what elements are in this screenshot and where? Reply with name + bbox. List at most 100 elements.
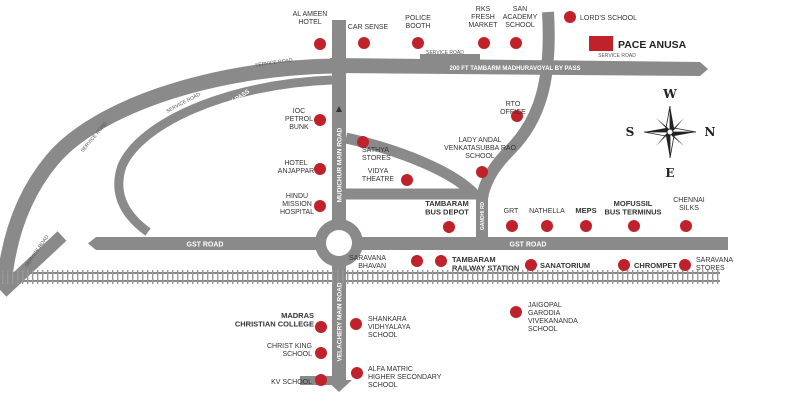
rail-tie <box>567 270 569 284</box>
landmark-dot[interactable] <box>680 220 692 232</box>
rail-tie <box>177 270 179 284</box>
landmark-dot[interactable] <box>476 166 488 178</box>
rail-tie <box>202 270 204 284</box>
rail-tie <box>97 270 99 284</box>
landmark-dot[interactable] <box>314 38 326 50</box>
landmark-dot[interactable] <box>541 220 553 232</box>
landmark-grt[interactable]: GRT <box>504 208 519 232</box>
landmark-dot[interactable] <box>314 114 326 126</box>
landmark-dot[interactable] <box>315 321 327 333</box>
landmark-kv-school[interactable]: KV SCHOOL <box>271 374 327 386</box>
landmark-dot[interactable] <box>315 347 327 359</box>
rail-tie <box>477 270 479 284</box>
landmark-dot[interactable] <box>401 174 413 186</box>
rail-tie <box>712 270 714 284</box>
rail-tie <box>527 270 529 284</box>
compass-east: E <box>665 166 674 180</box>
landmark-dot[interactable] <box>525 259 537 271</box>
rail-tie <box>537 270 539 284</box>
landmark-dot[interactable] <box>315 374 327 386</box>
rail-ties <box>2 270 719 284</box>
landmark-label: TAMBARAM <box>452 255 496 264</box>
landmark-dot[interactable] <box>618 259 630 271</box>
rail-tie <box>82 270 84 284</box>
rail-tie <box>467 270 469 284</box>
landmark-dot[interactable] <box>314 163 326 175</box>
rail-tie <box>372 270 374 284</box>
landmark-chrompet[interactable]: CHROMPET <box>618 259 677 271</box>
landmark-dot[interactable] <box>443 221 455 233</box>
rail-tie <box>167 270 169 284</box>
rail-tie <box>27 270 29 284</box>
landmark-dot[interactable] <box>580 220 592 232</box>
rail-tie <box>432 270 434 284</box>
landmark-dot[interactable] <box>478 37 490 49</box>
rail-tie <box>242 270 244 284</box>
rail-tie <box>607 270 609 284</box>
rail-tie <box>112 270 114 284</box>
landmark-dot[interactable] <box>506 220 518 232</box>
rail-tie <box>247 270 249 284</box>
landmark-label: STORES <box>362 155 391 162</box>
landmark-nathella[interactable]: NATHELLA <box>529 208 565 232</box>
landmark-dot[interactable] <box>628 220 640 232</box>
rail-tie <box>132 270 134 284</box>
project-marker[interactable]: PACE ANUSA <box>589 36 687 51</box>
landmark-lords-school[interactable]: LORD'S SCHOOL <box>564 11 637 23</box>
landmark-label: SCHOOL <box>505 22 535 29</box>
landmark-dot[interactable] <box>564 11 576 23</box>
landmark-dot[interactable] <box>510 37 522 49</box>
landmark-car-sense[interactable]: CAR SENSE <box>348 24 389 49</box>
rail-tie <box>627 270 629 284</box>
landmark-meps[interactable]: MEPS <box>575 206 597 232</box>
landmark-dot[interactable] <box>510 306 522 318</box>
landmark-label: GARODIA <box>528 310 561 317</box>
landmark-label: NATHELLA <box>529 208 565 215</box>
rail-tie <box>487 270 489 284</box>
landmark-dot[interactable] <box>411 255 423 267</box>
rail-tie <box>622 270 624 284</box>
landmark-label: HOTEL <box>298 19 321 26</box>
landmark-dot[interactable] <box>412 37 424 49</box>
landmark-sanatorium[interactable]: SANATORIUM <box>525 259 590 271</box>
landmark-dot[interactable] <box>358 37 370 49</box>
rail-tie <box>672 270 674 284</box>
landmark-dot[interactable] <box>357 136 369 148</box>
landmark-dot[interactable] <box>511 110 523 122</box>
rail-tie <box>557 270 559 284</box>
rail-tie <box>62 270 64 284</box>
landmark-dot[interactable] <box>350 318 362 330</box>
landmark-label: BOOTH <box>406 23 431 30</box>
landmark-label: MARKET <box>468 22 498 29</box>
landmark-dot[interactable] <box>314 200 326 212</box>
landmark-label: LORD'S SCHOOL <box>580 15 637 22</box>
landmark-dot[interactable] <box>351 367 363 379</box>
rail-tie <box>602 270 604 284</box>
landmark-dot[interactable] <box>435 255 447 267</box>
rail-tie <box>472 270 474 284</box>
landmark-dot[interactable] <box>679 259 691 271</box>
